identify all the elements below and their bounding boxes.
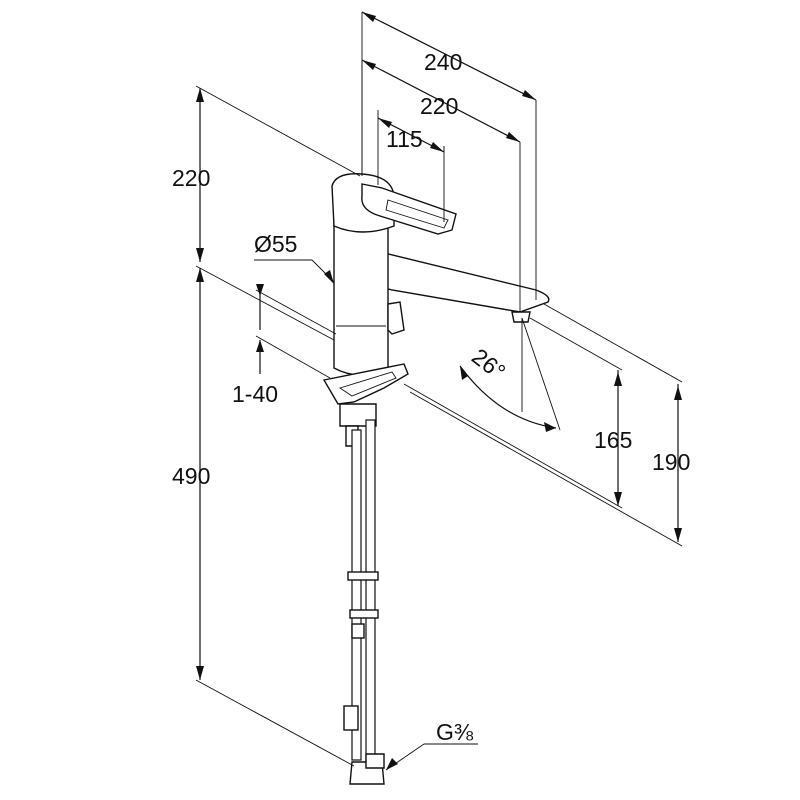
aerator [511,311,531,323]
dim-width-lever: 115 [386,126,423,152]
hose-right [365,419,376,761]
lever [361,183,457,235]
hose-left [351,429,362,761]
base-ring [338,371,397,397]
hoses [343,419,385,785]
dim-hose-length: 490 [172,463,210,489]
dim-spout-height: 190 [652,449,690,475]
connector-nut-right [365,753,385,769]
lever-slot [385,199,449,229]
dim-deck-thickness: 1-40 [232,381,278,407]
side-handle [387,301,405,335]
dim-width-total: 240 [424,49,462,75]
dim-width-spout: 220 [420,93,458,119]
faucet [322,173,550,447]
dim-aerator-height: 165 [594,427,632,453]
dim-swivel-angle: 26° [467,343,510,385]
hose-clip-1 [347,571,379,581]
hose-clip-2 [349,609,379,619]
dim-connection: G⅜ [436,719,474,745]
hose-clip-3 [351,623,365,639]
dim-height-lever: 220 [172,165,210,191]
dim-diameter: Ø55 [254,231,297,257]
body-cylinder [333,221,389,376]
dimension-lines [195,11,683,771]
hose-clip-4 [343,705,359,731]
